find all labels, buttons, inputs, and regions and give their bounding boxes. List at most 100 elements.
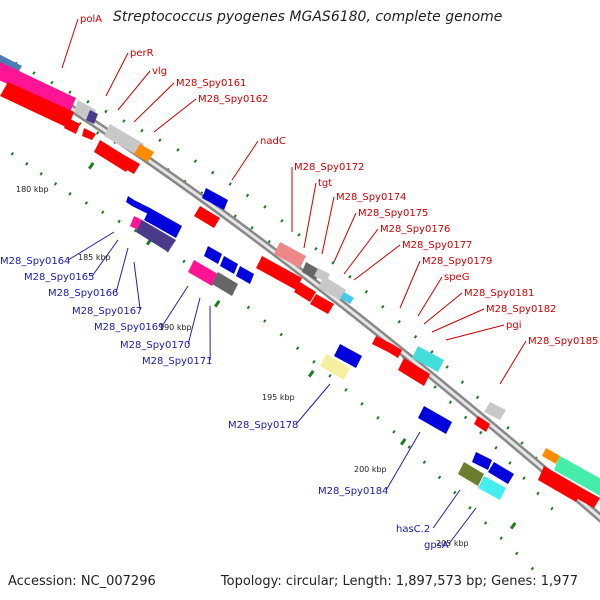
- gene-feature[interactable]: [538, 466, 582, 502]
- tick-dot: [360, 402, 364, 406]
- tick-label: 190 kbp: [159, 323, 192, 332]
- gene-feature[interactable]: [212, 272, 238, 296]
- gene-feature[interactable]: [136, 220, 176, 252]
- gene-label-forward[interactable]: speG: [444, 272, 469, 283]
- gene-feature[interactable]: [204, 246, 222, 264]
- gene-label-reverse[interactable]: gpsA: [424, 540, 449, 551]
- tick-label: 185 kbp: [78, 253, 111, 262]
- gene-feature[interactable]: [380, 340, 392, 352]
- tick-dot: [32, 71, 36, 75]
- gene-feature[interactable]: [576, 488, 600, 508]
- leader-line: [445, 324, 505, 341]
- tick-dot: [422, 460, 427, 465]
- tick-dot: [437, 475, 442, 480]
- tick-dot: [407, 445, 411, 449]
- gene-feature[interactable]: [144, 208, 182, 238]
- gene-label-forward[interactable]: M28_Spy0175: [358, 208, 428, 219]
- tick-dot: [245, 193, 250, 198]
- gene-label-forward[interactable]: polA: [80, 14, 102, 25]
- gene-feature[interactable]: [132, 200, 142, 210]
- gene-feature[interactable]: [0, 82, 74, 128]
- tick-dot: [453, 490, 457, 495]
- gene-label-forward[interactable]: perR: [130, 48, 154, 59]
- gene-feature[interactable]: [340, 292, 354, 304]
- leader-line: [417, 276, 443, 317]
- gene-feature[interactable]: [472, 452, 492, 470]
- gene-feature[interactable]: [82, 128, 96, 140]
- gene-feature[interactable]: [458, 462, 484, 486]
- gene-label-forward[interactable]: M28_Spy0179: [422, 256, 492, 267]
- gene-label-reverse[interactable]: M28_Spy0178: [228, 420, 298, 431]
- gene-feature[interactable]: [134, 144, 154, 162]
- gene-feature[interactable]: [104, 124, 144, 156]
- gene-label-forward[interactable]: M28_Spy0174: [336, 192, 406, 203]
- leader-line: [153, 98, 197, 133]
- gene-feature[interactable]: [334, 344, 362, 368]
- gene-label-reverse[interactable]: hasC.2: [396, 524, 430, 535]
- gene-label-reverse[interactable]: M28_Spy0169: [94, 322, 164, 333]
- gene-feature[interactable]: [86, 110, 98, 124]
- major-tick: [307, 370, 315, 378]
- tick-dot: [263, 205, 267, 209]
- tick-dot: [344, 388, 348, 392]
- gene-label-forward[interactable]: M28_Spy0172: [294, 162, 364, 173]
- gene-label-reverse[interactable]: M28_Spy0165: [24, 272, 94, 283]
- gene-feature[interactable]: [220, 256, 238, 274]
- gene-label-forward[interactable]: nadC: [260, 136, 286, 147]
- gene-label-forward[interactable]: M28_Spy0162: [198, 94, 268, 105]
- gene-feature[interactable]: [398, 358, 430, 386]
- gene-feature[interactable]: [140, 204, 150, 214]
- tick-label: 180 kbp: [16, 185, 49, 194]
- gene-label-reverse[interactable]: M28_Spy0164: [0, 256, 70, 267]
- tick-dot: [475, 395, 480, 400]
- tick-dot: [122, 119, 126, 123]
- gene-feature[interactable]: [194, 206, 220, 228]
- gene-label-reverse[interactable]: M28_Spy0184: [318, 486, 388, 497]
- gene-label-reverse[interactable]: M28_Spy0166: [48, 288, 118, 299]
- gene-feature[interactable]: [418, 406, 452, 434]
- gene-feature[interactable]: [256, 256, 302, 290]
- gene-label-reverse[interactable]: M28_Spy0171: [142, 356, 212, 367]
- gene-feature[interactable]: [388, 344, 402, 358]
- gene-feature[interactable]: [310, 294, 334, 314]
- gene-feature[interactable]: [188, 260, 218, 286]
- gene-feature[interactable]: [412, 346, 444, 372]
- tick-dot: [117, 219, 121, 224]
- gene-feature[interactable]: [474, 416, 490, 432]
- gene-label-forward[interactable]: M28_Spy0181: [464, 288, 534, 299]
- gene-feature[interactable]: [120, 156, 140, 174]
- gene-feature[interactable]: [126, 196, 134, 206]
- gene-feature[interactable]: [274, 242, 306, 268]
- gene-feature[interactable]: [488, 462, 514, 484]
- gene-label-forward[interactable]: vlg: [152, 66, 167, 77]
- tick-dot: [376, 416, 380, 420]
- gene-feature[interactable]: [554, 456, 600, 498]
- gene-feature[interactable]: [202, 188, 228, 210]
- tick-dot: [413, 335, 418, 339]
- gene-label-reverse[interactable]: M28_Spy0170: [120, 340, 190, 351]
- gene-label-forward[interactable]: M28_Spy0177: [402, 240, 472, 251]
- gene-label-forward[interactable]: M28_Spy0176: [380, 224, 450, 235]
- gene-feature[interactable]: [372, 336, 384, 348]
- gene-feature[interactable]: [542, 448, 560, 464]
- gene-label-forward[interactable]: tgt: [318, 178, 332, 189]
- tick-dot: [515, 551, 519, 556]
- gene-label-forward[interactable]: pgi: [506, 320, 521, 331]
- gene-feature[interactable]: [294, 282, 316, 302]
- tick-label: 205 kbp: [436, 539, 469, 548]
- gene-feature[interactable]: [320, 354, 350, 380]
- gene-label-forward[interactable]: M28_Spy0185: [528, 336, 598, 347]
- gene-feature[interactable]: [478, 476, 506, 500]
- gene-label-reverse[interactable]: M28_Spy0167: [72, 306, 142, 317]
- gene-label-forward[interactable]: M28_Spy0182: [486, 304, 556, 315]
- gene-label-forward[interactable]: M28_Spy0161: [176, 78, 246, 89]
- gene-feature[interactable]: [0, 62, 76, 112]
- gene-feature[interactable]: [484, 402, 506, 420]
- leader-line: [448, 507, 477, 545]
- tick-dot: [445, 365, 449, 369]
- gene-feature[interactable]: [318, 276, 346, 300]
- leader-line: [67, 231, 115, 261]
- gene-feature[interactable]: [64, 118, 80, 134]
- gene-feature[interactable]: [236, 266, 254, 284]
- leader-line: [432, 489, 461, 529]
